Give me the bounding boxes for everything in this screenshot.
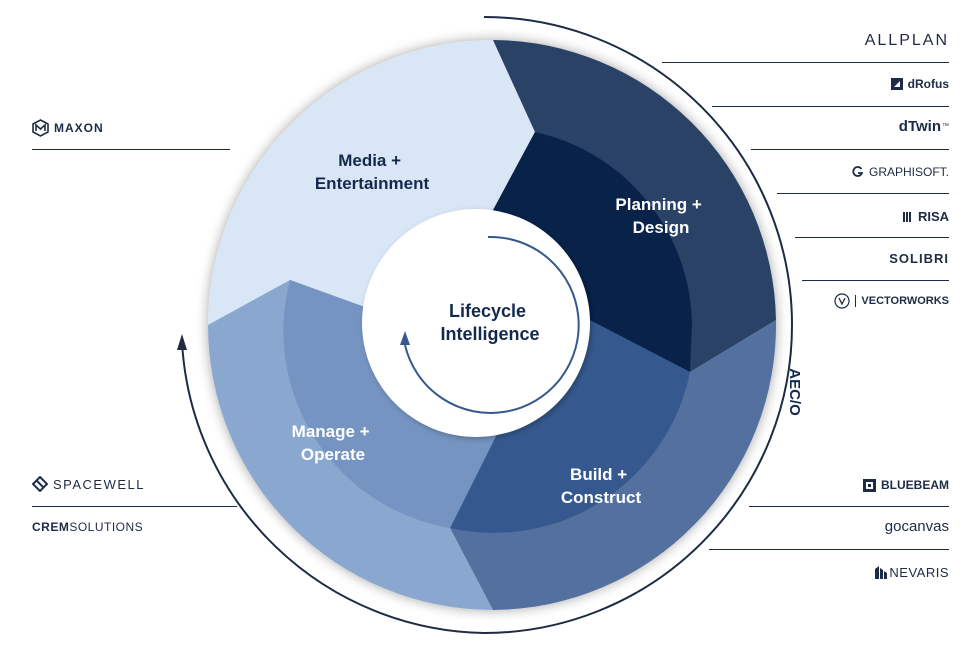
maxon-icon — [32, 119, 49, 137]
crem-wordmark-light: SOLUTIONS — [69, 520, 144, 534]
rule-dtwin — [751, 149, 949, 150]
gocanvas-wordmark: gocanvas — [884, 518, 949, 535]
logo-gocanvas: gocanvas — [885, 518, 949, 535]
bluebeam-icon — [863, 478, 876, 492]
rule-graphisoft — [777, 193, 949, 194]
band-build — [450, 313, 690, 533]
logo-spacewell: SPACEWELL — [32, 476, 145, 492]
allplan-wordmark: ALLPLAN — [864, 32, 949, 49]
maxon-wordmark: MAXON — [54, 121, 104, 135]
rule-bluebeam — [749, 506, 949, 507]
graphisoft-icon — [852, 166, 864, 178]
segment-manage-label: Manage + Operate — [292, 422, 375, 464]
segment-media-entertainment — [208, 40, 535, 325]
rule-risa — [795, 237, 949, 238]
rule-allplan — [662, 62, 949, 63]
cycle-arrow-icon — [404, 235, 580, 414]
spacewell-wordmark: SPACEWELL — [53, 476, 146, 492]
logo-allplan: ALLPLAN — [865, 32, 949, 50]
logo-bluebeam: BLUEBEAM — [863, 478, 949, 492]
crem-wordmark-bold: CREM — [32, 520, 70, 534]
risa-icon — [902, 211, 917, 223]
spacewell-icon — [32, 476, 48, 492]
cycle-arrow-head — [400, 331, 410, 345]
nevaris-wordmark: NEVARIS — [889, 565, 949, 580]
risa-wordmark: RISA — [917, 209, 949, 224]
logo-vectorworks: VECTORWORKS — [834, 293, 949, 309]
dtwin-trademark: ™ — [942, 123, 949, 130]
rule-drofus — [712, 106, 949, 107]
logo-risa: RISA — [902, 209, 949, 224]
logo-maxon: MAXON — [32, 119, 104, 137]
logo-drofus: dRofus — [890, 77, 949, 91]
logo-solibri: SOLIBRI — [889, 251, 949, 266]
rule-solibri — [802, 280, 949, 281]
segment-build-label: Build + Construct — [561, 465, 642, 507]
outer-cycle-arrowhead — [177, 334, 187, 350]
rule-spacewell — [32, 506, 237, 507]
center-label: Lifecycle Intelligence — [440, 301, 539, 344]
nevaris-icon — [874, 566, 888, 579]
logo-graphisoft: GRAPHISOFT. — [852, 165, 949, 179]
drofus-icon — [890, 78, 903, 90]
band-manage — [283, 280, 498, 528]
solibri-wordmark: SOLIBRI — [889, 251, 949, 266]
aeco-label: AEC/O — [786, 368, 803, 416]
vectorworks-wordmark: VECTORWORKS — [855, 295, 949, 307]
drofus-wordmark: dRofus — [907, 77, 949, 91]
outer-cycle-arc — [181, 16, 793, 635]
logo-nevaris: NEVARIS — [874, 565, 949, 580]
center-disc — [362, 209, 590, 437]
rule-maxon — [32, 149, 230, 150]
vectorworks-icon — [834, 293, 850, 309]
graphisoft-wordmark: GRAPHISOFT. — [868, 165, 949, 179]
segment-media-label: Media + Entertainment — [315, 151, 430, 193]
segment-planning-label: Planning + Design — [615, 195, 706, 237]
rule-gocanvas — [709, 549, 949, 550]
dtwin-wordmark: dTwin — [898, 118, 941, 135]
bluebeam-wordmark: BLUEBEAM — [881, 478, 949, 492]
band-planning — [492, 132, 692, 372]
